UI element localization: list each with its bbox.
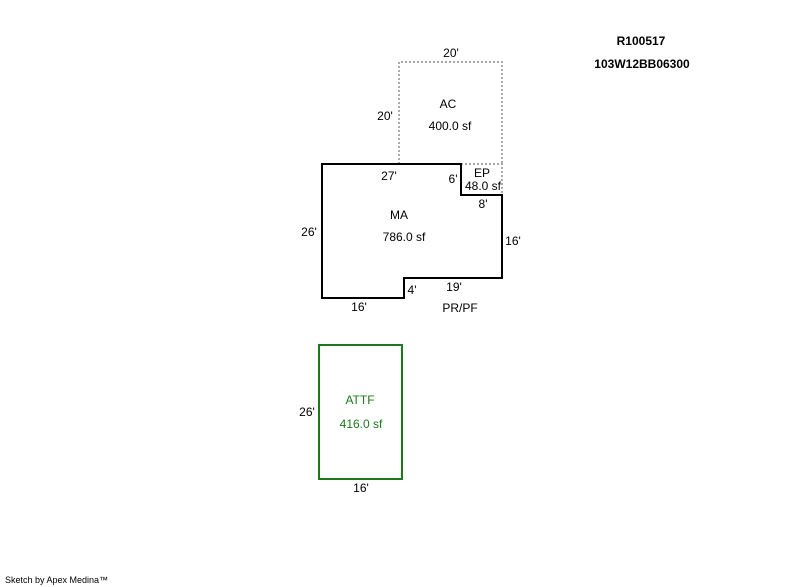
ep-label: EP: [474, 166, 490, 180]
attf-outline: [318, 344, 403, 480]
attf-bottom-dimension: 16': [353, 481, 369, 495]
attf-area: 416.0 sf: [340, 417, 383, 431]
ac-area: 400.0 sf: [429, 119, 472, 133]
attf-label: ATTF: [345, 393, 374, 407]
ac-outline: [398, 61, 503, 164]
footer-credit: Sketch by Apex Medina™: [5, 575, 108, 585]
ma-label: MA: [390, 208, 408, 222]
account-number: R100517: [617, 34, 666, 48]
ma-bottom-right-dimension: 19': [446, 280, 462, 294]
porch-label: PR/PF: [442, 301, 477, 315]
map-number: 103W12BB06300: [594, 57, 690, 71]
ma-top-dimension: 27': [381, 169, 397, 183]
ep-area: 48.0 sf: [465, 179, 502, 193]
ma-left-dimension: 26': [301, 225, 317, 239]
ma-right-dimension: 16': [505, 234, 521, 248]
ep-outline: [461, 163, 503, 195]
ma-area: 786.0 sf: [383, 230, 426, 244]
ma-step-dimension: 4': [408, 283, 417, 297]
ma-notch-dimension: 8': [479, 197, 488, 211]
ac-left-dimension: 20': [377, 109, 393, 123]
ma-outline: [321, 163, 503, 299]
attf-left-dimension: 26': [299, 405, 315, 419]
ma-bottom-dimension: 16': [351, 300, 367, 314]
ac-top-dimension: 20': [443, 46, 459, 60]
ep-left-dimension: 6': [449, 172, 458, 186]
ac-label: AC: [440, 97, 457, 111]
